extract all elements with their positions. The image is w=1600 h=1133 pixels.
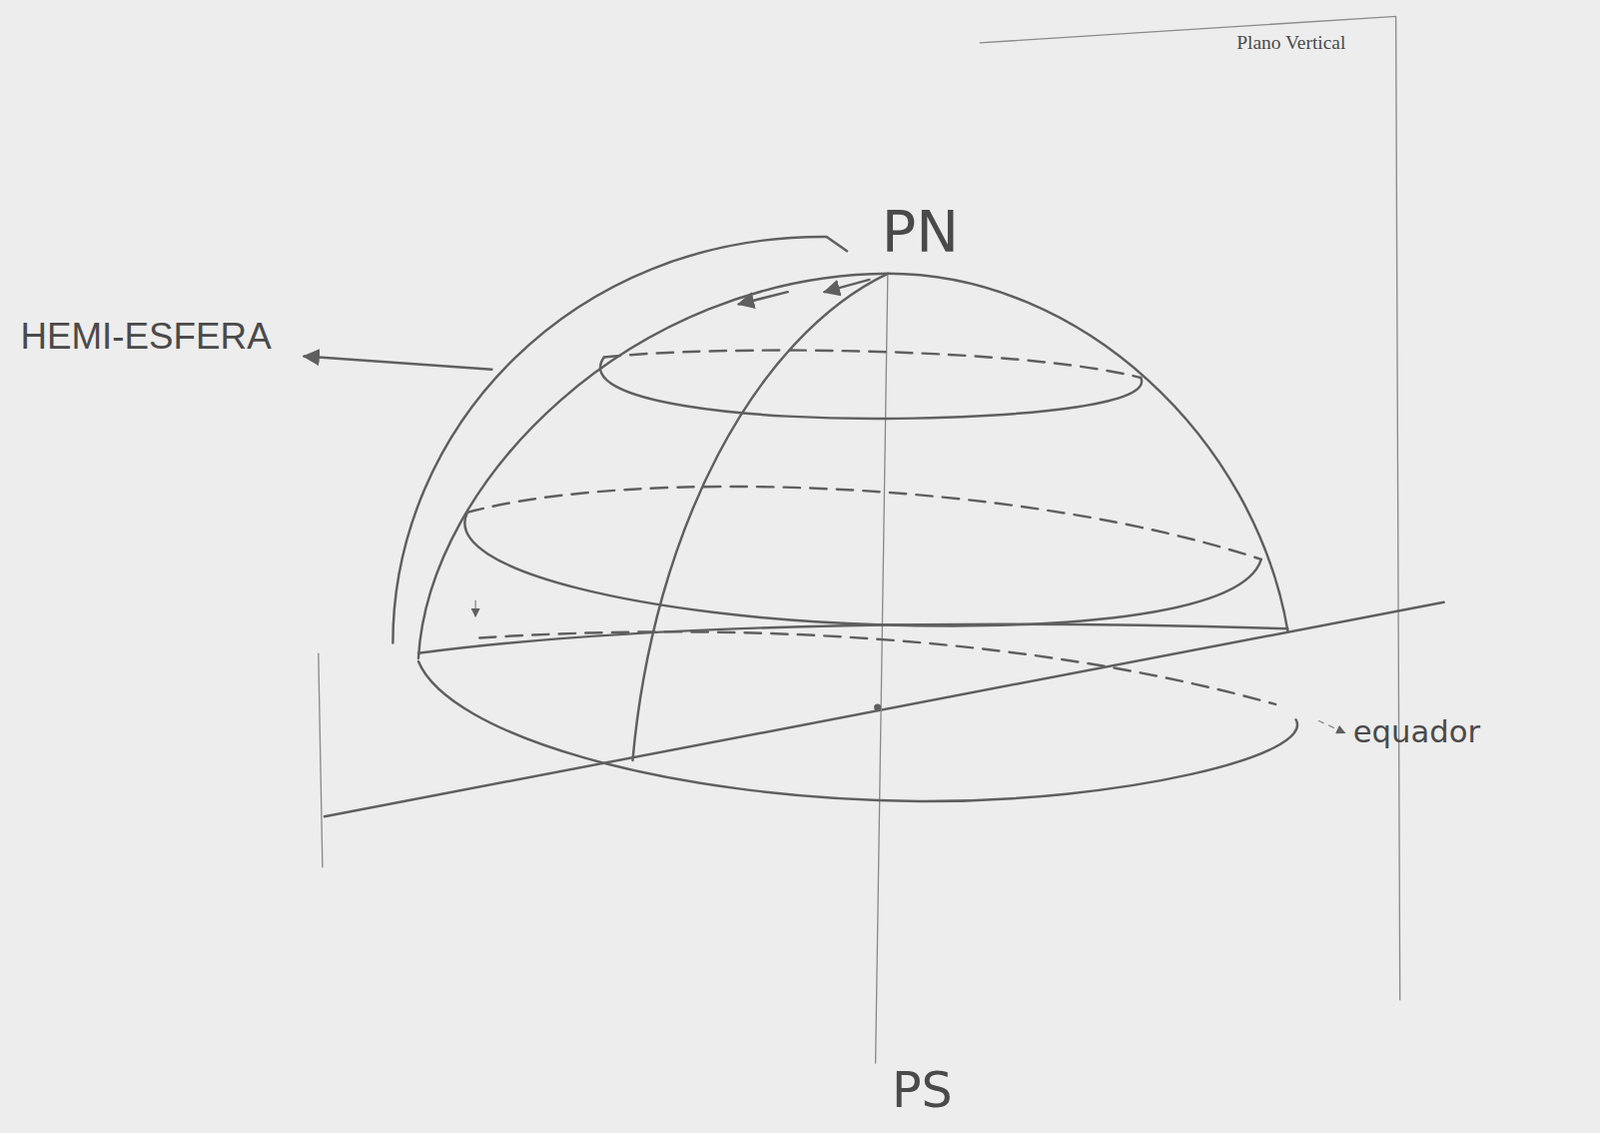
part-label: HEMI-ESFERA	[19, 318, 271, 356]
meridian	[632, 273, 887, 761]
center-dot	[873, 703, 881, 711]
equator-back	[479, 631, 1276, 705]
parallel-front	[464, 512, 1261, 627]
rotation-arrow	[739, 291, 789, 304]
dome-outline	[418, 273, 1288, 659]
down-arrow	[474, 600, 476, 617]
pole-label: PN	[881, 203, 959, 261]
vertical-plane	[979, 15, 1401, 1000]
rotation-arrow	[824, 279, 870, 292]
parallel-back	[467, 486, 1262, 560]
hemisphere-bracket	[392, 236, 847, 644]
parallel-front	[600, 357, 1142, 419]
leader-arrow	[1318, 720, 1346, 733]
plane-label: Plano Vertical	[1236, 32, 1346, 52]
plane-edge	[318, 653, 323, 868]
parallel-back	[604, 350, 1141, 378]
equator-top	[418, 624, 1288, 654]
polar-axis	[875, 273, 888, 1064]
plane-line	[324, 602, 1445, 817]
pole-label: PS	[891, 1065, 953, 1115]
leader-arrow	[303, 356, 492, 370]
part-label: equador	[1353, 717, 1481, 749]
equator-front	[418, 661, 1298, 801]
